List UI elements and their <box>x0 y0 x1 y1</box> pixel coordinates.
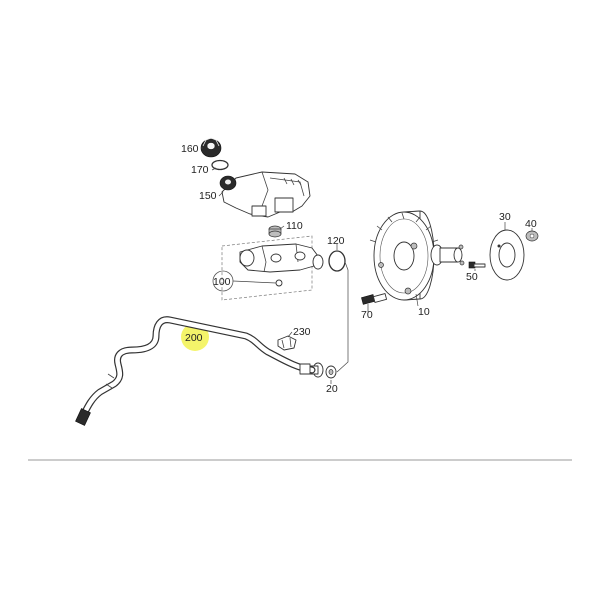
master-cylinder-drawing[interactable] <box>239 243 324 287</box>
callout-170[interactable]: 170 <box>191 164 209 176</box>
callout-40[interactable]: 40 <box>525 218 537 230</box>
reservoir-grommet-drawing[interactable] <box>268 225 282 238</box>
brake-booster-drawing[interactable] <box>369 210 465 301</box>
master-cylinder-frame <box>221 235 313 301</box>
bolt-drawing[interactable] <box>468 261 486 269</box>
callout-200[interactable]: 200 <box>185 332 203 344</box>
callout-120[interactable]: 120 <box>327 235 345 247</box>
callout-100[interactable]: 100 <box>213 276 231 288</box>
callout-230[interactable]: 230 <box>293 326 311 338</box>
callout-70[interactable]: 70 <box>361 309 373 321</box>
hose-clip-drawing[interactable] <box>277 335 297 351</box>
nut-drawing[interactable] <box>525 230 539 242</box>
callout-160[interactable]: 160 <box>181 143 199 155</box>
callout-150[interactable]: 150 <box>199 190 217 202</box>
callout-30[interactable]: 30 <box>499 211 511 223</box>
vacuum-hose-drawing[interactable] <box>75 316 316 426</box>
vacuum-sensor-drawing[interactable] <box>361 293 388 305</box>
o-ring-drawing[interactable] <box>328 250 346 272</box>
callout-110[interactable]: 110 <box>286 220 303 232</box>
callout-50[interactable]: 50 <box>466 271 478 283</box>
callout-20[interactable]: 20 <box>326 383 338 395</box>
leader-lines <box>201 147 533 384</box>
fluid-reservoir-drawing[interactable] <box>219 171 311 218</box>
booster-gasket-drawing[interactable] <box>489 229 525 281</box>
cap-seal-ring-drawing[interactable] <box>211 159 229 171</box>
label-100-ring <box>212 270 234 292</box>
reservoir-cap-drawing[interactable] <box>200 137 222 158</box>
callout-10[interactable]: 10 <box>418 306 430 318</box>
